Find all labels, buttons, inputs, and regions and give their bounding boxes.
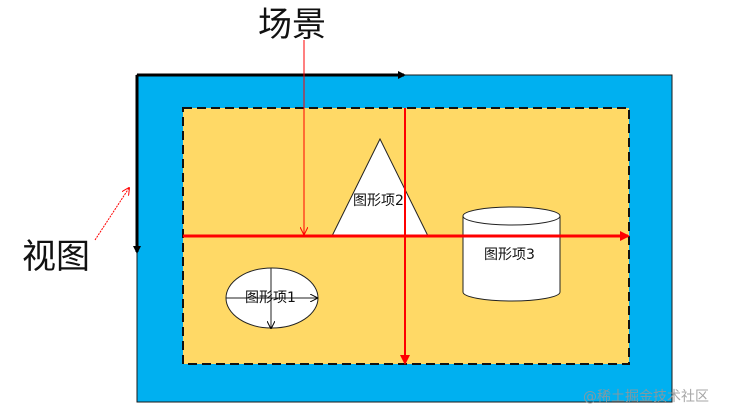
item3-label: 图形项3: [484, 247, 535, 263]
item1-label: 图形项1: [245, 290, 296, 306]
view-pointer-line: [94, 188, 129, 241]
scene-label: 场景: [258, 5, 326, 45]
view-label: 视图: [22, 237, 90, 277]
ellipse-item: [225, 267, 319, 328]
item2-label: 图形项2: [353, 193, 404, 209]
watermark: @稀土掘金技术社区: [583, 389, 709, 405]
